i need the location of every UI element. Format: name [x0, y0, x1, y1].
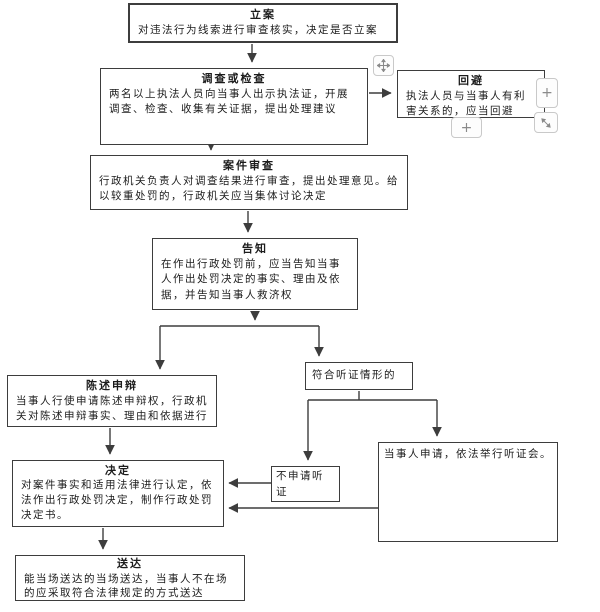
node-service-body: 能当场送达的当场送达，当事人不在场的应采取符合法律规定的方式送达: [24, 572, 228, 600]
node-no-hearing-request[interactable]: 不申请听证 或逾期: [271, 466, 340, 502]
node-filing[interactable]: 立案 对违法行为线索进行审查核实，决定是否立案: [128, 3, 398, 43]
resize-icon: [540, 117, 552, 129]
add-shape-bottom-button[interactable]: +: [451, 117, 482, 138]
node-case-review[interactable]: 案件审查 行政机关负责人对调查结果进行审查，提出处理意见。给以较重处罚的，行政机…: [90, 155, 408, 210]
move-icon: [377, 59, 390, 72]
node-recusal-title: 回避: [458, 74, 484, 87]
node-hearing-held-body: 当事人申请，依法举行听证会。: [384, 448, 552, 460]
node-investigation[interactable]: 调查或检查 两名以上执法人员向当事人出示执法证，开展调查、检查、收集有关证据，提…: [100, 68, 368, 145]
node-no-hearing-line1: 不申请听证: [276, 470, 324, 498]
move-handle-button[interactable]: [373, 55, 394, 76]
node-recusal[interactable]: 回避 执法人员与当事人有利害关系的，应当回避: [397, 70, 545, 118]
node-recusal-body: 执法人员与当事人有利害关系的，应当回避: [406, 89, 526, 118]
node-no-hearing-line2: 或逾期: [276, 500, 335, 501]
node-hearing-condition-body: 符合听证情形的: [312, 369, 396, 382]
node-decision-title: 决定: [105, 464, 131, 477]
node-investigation-title: 调查或检查: [201, 72, 267, 85]
node-investigation-body: 两名以上执法人员向当事人出示执法证，开展调查、检查、收集有关证据，提出处理建议: [109, 87, 349, 116]
node-service[interactable]: 送达 能当场送达的当场送达，当事人不在场的应采取符合法律规定的方式送达: [15, 555, 245, 601]
node-notification[interactable]: 告知 在作出行政处罚前，应当告知当事人作出处罚决定的事实、理由及依据，并告知当事…: [152, 238, 358, 310]
node-filing-title: 立案: [250, 8, 276, 21]
node-service-title: 送达: [117, 557, 143, 570]
resize-handle-button[interactable]: [534, 112, 558, 133]
node-case-review-title: 案件审查: [223, 159, 275, 172]
node-decision-body: 对案件事实和适用法律进行认定，依法作出行政处罚决定，制作行政处罚决定书。: [21, 479, 213, 521]
node-notification-body: 在作出行政处罚前，应当告知当事人作出处罚决定的事实、理由及依据，并告知当事人救济…: [161, 257, 341, 301]
node-notification-title: 告知: [242, 242, 268, 255]
plus-icon: +: [541, 85, 553, 101]
node-statement-defense-title: 陈述申辩: [86, 379, 138, 392]
add-shape-right-button[interactable]: +: [536, 78, 558, 108]
node-hearing-held[interactable]: 当事人申请，依法举行听证会。: [378, 442, 558, 542]
node-decision[interactable]: 决定 对案件事实和适用法律进行认定，依法作出行政处罚决定，制作行政处罚决定书。: [12, 460, 224, 527]
node-hearing-condition[interactable]: 符合听证情形的: [305, 362, 413, 390]
node-statement-defense[interactable]: 陈述申辩 当事人行使申请陈述申辩权，行政机关对陈述申辩事实、理由和依据进行复核: [7, 375, 217, 427]
node-statement-defense-body: 当事人行使申请陈述申辩权，行政机关对陈述申辩事实、理由和依据进行复核: [16, 394, 208, 427]
node-filing-body: 对违法行为线索进行审查核实，决定是否立案: [138, 23, 378, 36]
node-case-review-body: 行政机关负责人对调查结果进行审查，提出处理意见。给以较重处罚的，行政机关应当集体…: [99, 174, 399, 203]
plus-icon: +: [460, 119, 473, 136]
